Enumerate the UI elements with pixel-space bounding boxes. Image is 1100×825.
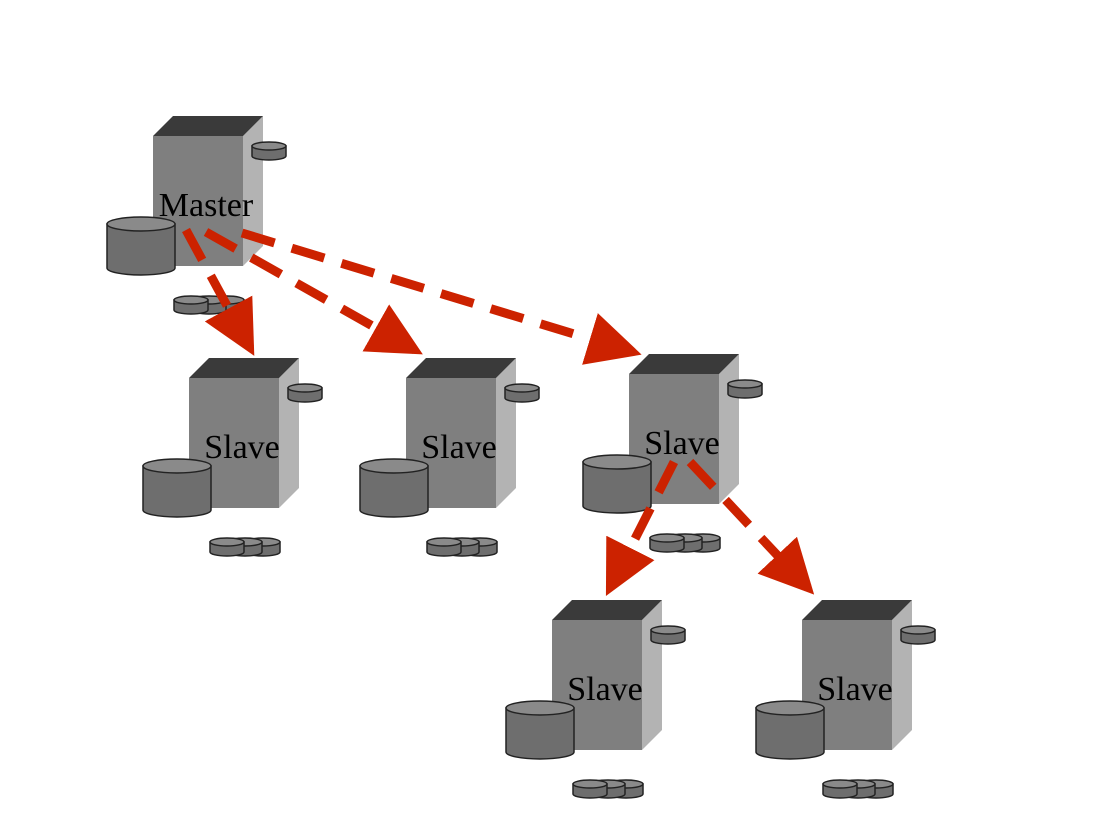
server-node-slave-3: Slave — [582, 354, 763, 553]
server-node-slave-1: Slave — [142, 358, 323, 557]
small-disk-icon — [251, 141, 287, 161]
server-top-face — [629, 354, 739, 374]
database-disk-icon — [505, 700, 575, 760]
server-node-slave-5: Slave — [755, 600, 936, 799]
small-disk-icon — [504, 383, 540, 403]
node-label: Slave — [421, 429, 497, 466]
server-top-face — [153, 116, 263, 136]
server-side-face — [496, 358, 516, 508]
replication-arrow-slave-3-to-slave-5 — [686, 458, 815, 595]
replication-arrow-master-to-slave-3 — [240, 228, 642, 365]
node-label: Slave — [567, 671, 643, 708]
server-top-face — [552, 600, 662, 620]
database-disk-icon — [582, 454, 652, 514]
server-side-face — [892, 600, 912, 750]
replication-arrow-slave-3-to-slave-4 — [605, 459, 679, 597]
server-side-face — [719, 354, 739, 504]
small-disk-icon — [727, 379, 763, 399]
server-top-face — [802, 600, 912, 620]
server-side-face — [642, 600, 662, 750]
server-node-slave-4: Slave — [505, 600, 686, 799]
disk-stack-icon — [822, 779, 858, 799]
replication-arrow-master-to-slave-1 — [182, 227, 255, 356]
server-node-slave-2: Slave — [359, 358, 540, 557]
server-node-master: Master — [106, 116, 287, 315]
node-label: Master — [159, 187, 254, 224]
small-disk-icon — [650, 625, 686, 645]
small-disk-icon — [900, 625, 936, 645]
disk-stack-icon — [649, 533, 685, 553]
server-top-face — [189, 358, 299, 378]
node-label: Slave — [204, 429, 280, 466]
disk-stack-icon — [209, 537, 245, 557]
node-label: Slave — [644, 425, 720, 462]
small-disk-icon — [287, 383, 323, 403]
disk-stack-icon — [173, 295, 209, 315]
database-disk-icon — [142, 458, 212, 518]
disk-stack-icon — [572, 779, 608, 799]
replication-arrow-master-to-slave-2 — [203, 228, 423, 355]
database-disk-icon — [755, 700, 825, 760]
database-disk-icon — [359, 458, 429, 518]
server-top-face — [406, 358, 516, 378]
database-disk-icon — [106, 216, 176, 276]
server-side-face — [279, 358, 299, 508]
disk-stack-icon — [426, 537, 462, 557]
node-label: Slave — [817, 671, 893, 708]
